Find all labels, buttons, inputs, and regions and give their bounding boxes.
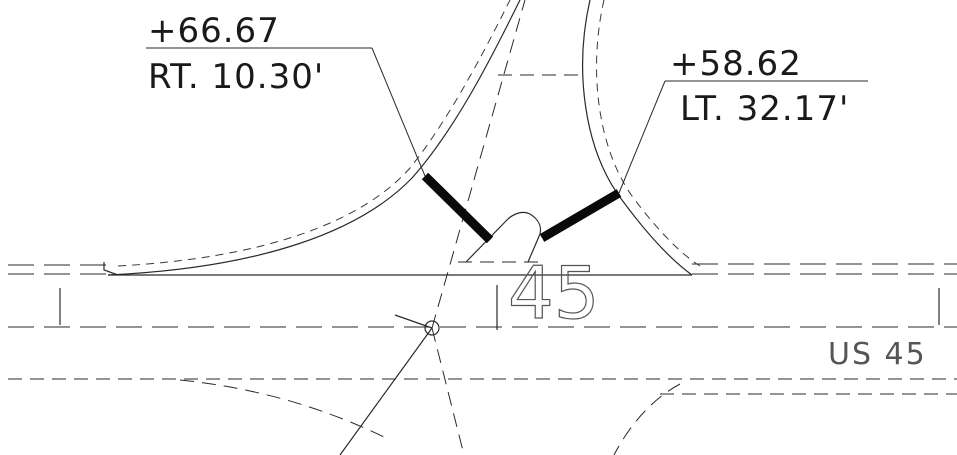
right-curb-return [582,0,701,276]
left-curb-curve-offset [117,0,511,267]
road-lines [8,263,957,395]
radial-line-short [394,314,433,329]
right-curb-curve [582,0,693,276]
offset-bar-left [539,189,622,242]
lower-arc-left [179,379,391,441]
left-curb-curve [107,0,521,276]
callout-left-offset: LT. 32.17' [680,89,849,129]
leader-lines [146,47,868,194]
station-number-label: 45 [508,251,600,335]
lower-arc-right [613,383,681,455]
leader-left [618,80,666,194]
radial-line-lower-right [431,327,465,455]
radial-line-lower-left [339,327,433,455]
left-curb-hook [103,262,119,276]
callout-right-offset: RT. 10.30' [148,57,324,97]
left-curb-return [103,0,521,276]
leader-right [371,47,426,177]
callout-left-station: +58.62 [670,44,802,84]
radius-point-marker [424,320,440,336]
offset-bar-right [421,172,494,244]
construction-lines [179,0,681,455]
callout-right-station: +66.67 [148,11,280,51]
traffic-island [465,211,542,263]
right-curb-curve-offset [596,0,701,267]
road-name-label: US 45 [828,337,927,372]
radial-line-long-left [431,0,526,329]
